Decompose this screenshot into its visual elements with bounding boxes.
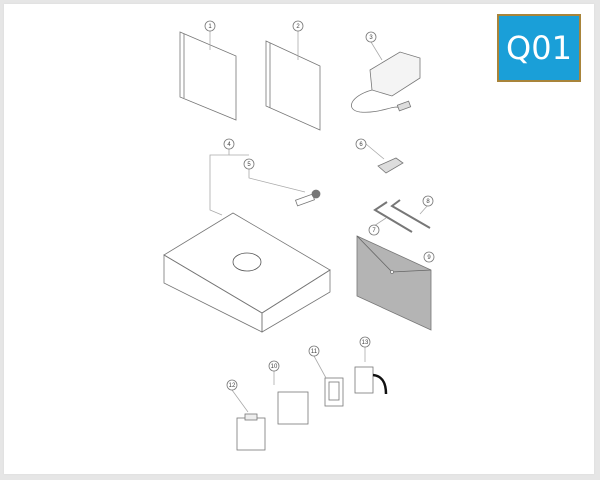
- svg-text:1: 1: [208, 24, 212, 30]
- part-12-module: [231, 389, 266, 451]
- callout-1: 1: [204, 20, 216, 32]
- callout-11: 11: [308, 345, 320, 357]
- part-11-adapter: [313, 355, 344, 407]
- svg-text:2: 2: [296, 24, 300, 30]
- svg-text:8: 8: [426, 199, 430, 205]
- question-badge: Q01: [497, 14, 581, 82]
- callout-5: 5: [243, 158, 255, 170]
- svg-text:5: 5: [247, 162, 251, 168]
- callout-3: 3: [365, 31, 377, 43]
- callout-2: 2: [292, 20, 304, 32]
- svg-text:6: 6: [359, 142, 363, 148]
- svg-text:4: 4: [227, 142, 231, 148]
- callout-10: 10: [268, 360, 280, 372]
- part-6-usb: [365, 143, 404, 174]
- part-2-booklet: [265, 31, 321, 131]
- svg-text:7: 7: [372, 228, 376, 234]
- part-13-cable-connector: [354, 347, 388, 395]
- svg-text:10: 10: [271, 364, 278, 370]
- part-10-connector: [273, 370, 309, 425]
- callout-6: 6: [355, 138, 367, 150]
- svg-text:11: 11: [311, 349, 318, 355]
- svg-text:3: 3: [369, 35, 373, 41]
- callout-13: 13: [359, 336, 371, 348]
- callout-9: 9: [423, 251, 435, 263]
- callout-7: 7: [368, 224, 380, 236]
- callout-12: 12: [226, 379, 238, 391]
- callout-8: 8: [422, 195, 434, 207]
- callout-4: 4: [223, 138, 235, 150]
- part-4-case: [163, 149, 331, 333]
- svg-text:12: 12: [229, 383, 236, 389]
- svg-text:9: 9: [427, 255, 431, 261]
- part-1-booklet: [179, 31, 237, 121]
- part-9-envelope: [356, 235, 432, 331]
- part-7-8-allen-keys: [373, 199, 431, 233]
- part-5-key: [248, 169, 321, 207]
- svg-text:13: 13: [362, 340, 369, 346]
- part-3-charger: [351, 41, 421, 113]
